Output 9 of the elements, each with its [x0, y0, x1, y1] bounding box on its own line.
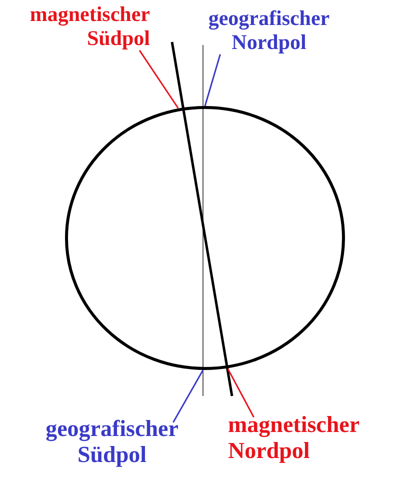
- pole-label: geografischer Südpol: [22, 416, 202, 469]
- leader-line: [172, 370, 204, 423]
- pole-label: geografischer Nordpol: [208, 6, 330, 54]
- globe-circle: [65, 106, 345, 370]
- pole-label: magnetischer Nordpol: [228, 412, 400, 465]
- pole-label: magnetischer Südpol: [0, 2, 150, 50]
- leader-line: [138, 50, 179, 109]
- leader-line: [227, 368, 254, 418]
- leader-line: [204, 54, 221, 106]
